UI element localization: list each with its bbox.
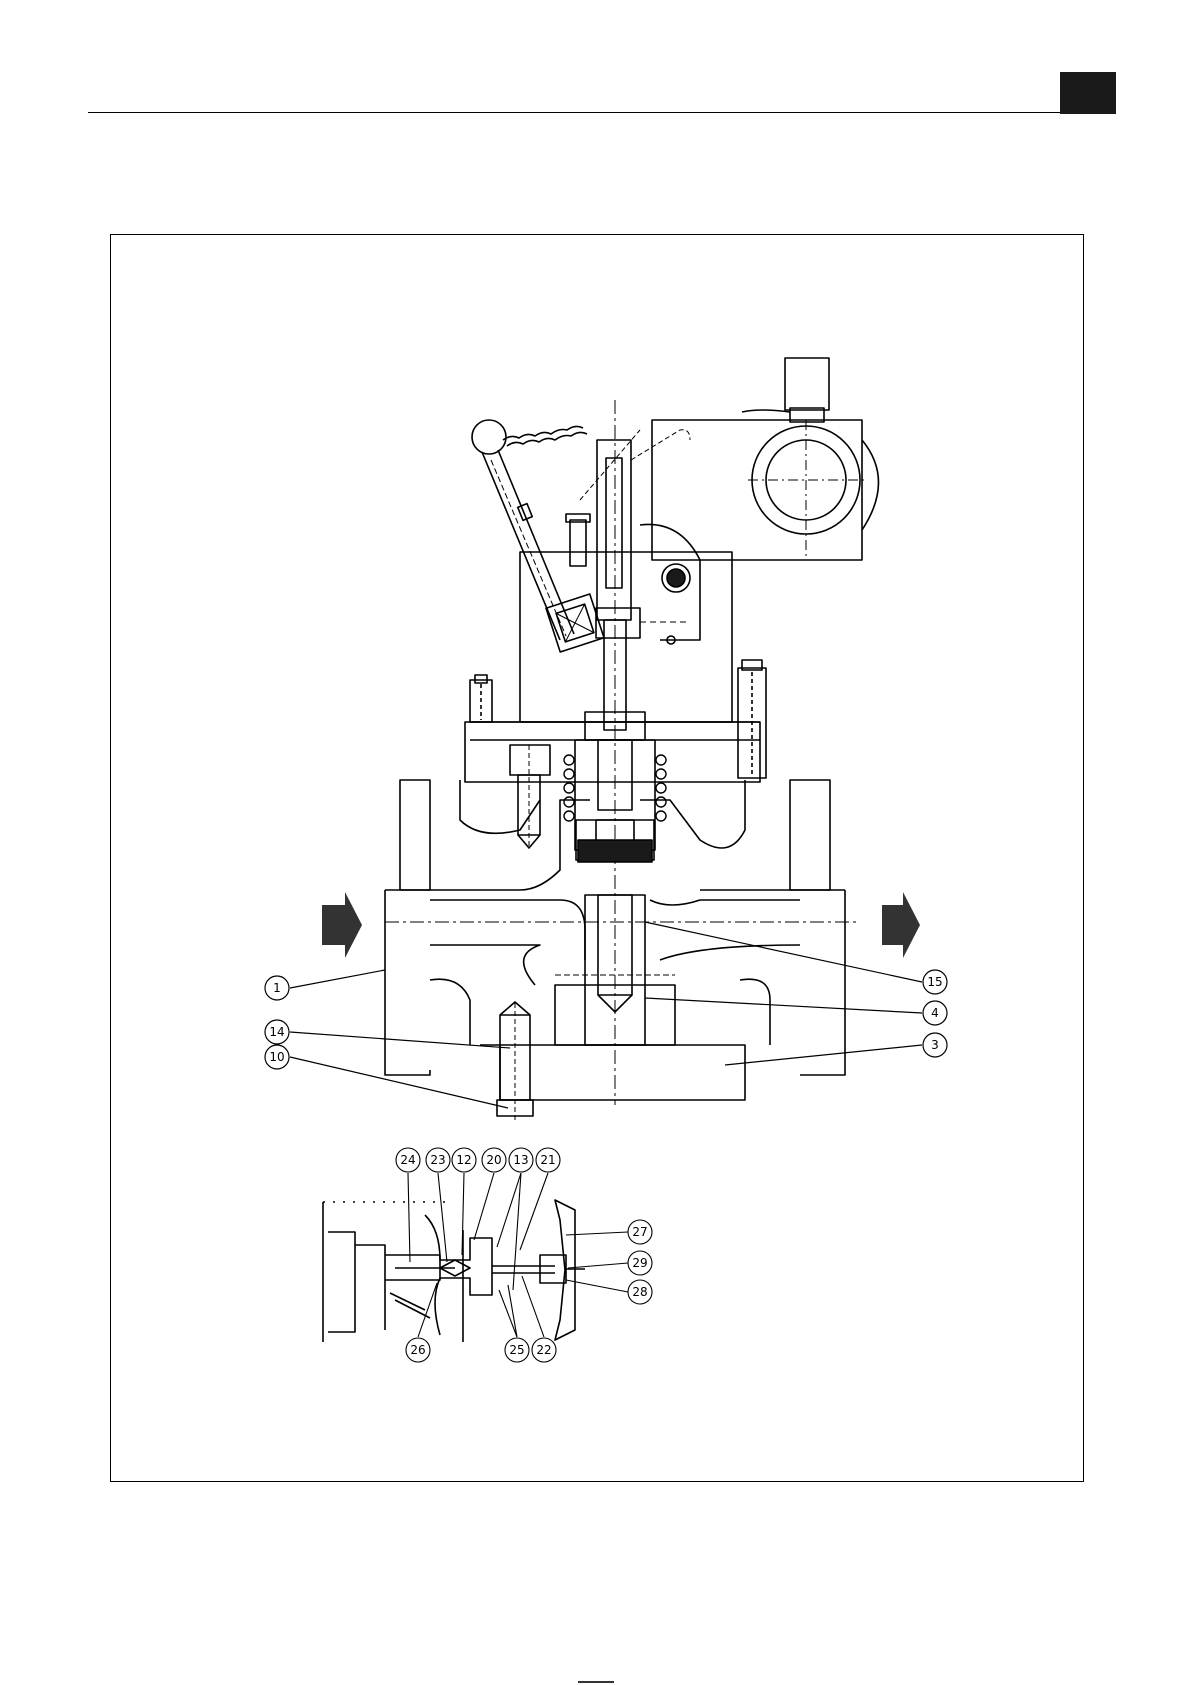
callout-13: 13 bbox=[513, 1153, 528, 1167]
valve-stem bbox=[566, 400, 700, 1105]
callout-29: 29 bbox=[632, 1256, 647, 1270]
callout-21: 21 bbox=[540, 1153, 555, 1167]
callout-28: 28 bbox=[632, 1285, 647, 1299]
callout-27: 27 bbox=[632, 1225, 647, 1239]
callout-26: 26 bbox=[410, 1343, 425, 1357]
detail-leader-lines bbox=[408, 1173, 628, 1337]
callout-22: 22 bbox=[536, 1343, 551, 1357]
callout-25: 25 bbox=[509, 1343, 524, 1357]
valve-body bbox=[385, 780, 860, 1120]
callout-10: 10 bbox=[269, 1050, 284, 1064]
bonnet-and-spring bbox=[510, 712, 666, 862]
callout-20: 20 bbox=[486, 1153, 501, 1167]
callout-12: 12 bbox=[456, 1153, 471, 1167]
motor-box bbox=[652, 358, 879, 560]
scan-artifact bbox=[578, 1681, 614, 1683]
hand-lever bbox=[472, 420, 604, 652]
callout-24: 24 bbox=[400, 1153, 415, 1167]
callout-3: 3 bbox=[931, 1038, 939, 1052]
callout-14: 14 bbox=[269, 1025, 284, 1039]
needle-valve-detail bbox=[323, 1200, 585, 1342]
callout-1: 1 bbox=[273, 981, 281, 995]
callout-15: 15 bbox=[927, 975, 942, 989]
callout-23: 23 bbox=[430, 1153, 445, 1167]
callout-4: 4 bbox=[931, 1006, 939, 1020]
flow-arrows bbox=[322, 892, 920, 958]
